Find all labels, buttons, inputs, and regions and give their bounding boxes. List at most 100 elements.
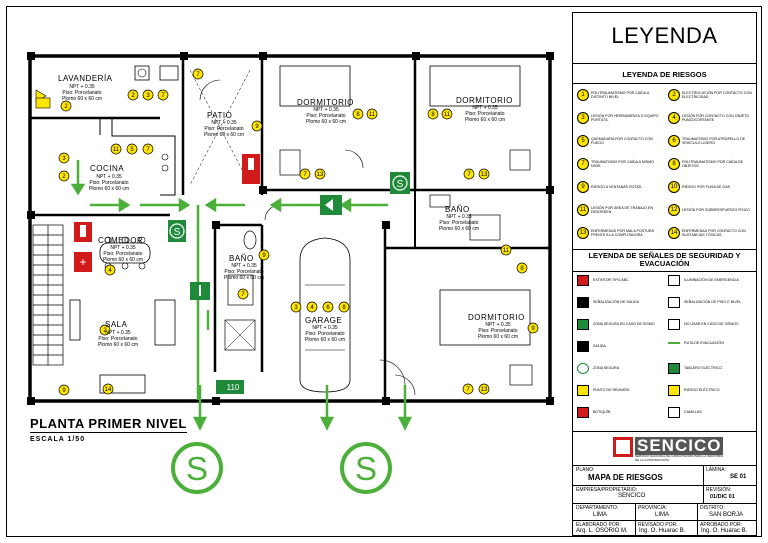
floor-plan: S S S S + 110 <box>27 52 554 494</box>
risk-number-icon: 5 <box>577 135 589 147</box>
room-label: COMEDOR <box>98 236 144 245</box>
floor-exit-sign-icon <box>668 297 680 308</box>
risk-number-icon: 9 <box>577 181 589 193</box>
room-label: DORMITORIO <box>297 98 354 107</box>
emergency-light-icon <box>668 275 680 286</box>
district: SAN BORJA <box>709 512 744 518</box>
sheet-number: SE 01 <box>730 474 747 480</box>
sign-text: NO USAR EN CASO DE SISMOS <box>684 322 739 327</box>
no-use-sign-icon <box>668 319 680 330</box>
sign-text: ZONA SEGURA EN CASO DE SISMO <box>593 322 655 327</box>
svg-text:13: 13 <box>481 172 488 178</box>
legend-title: LEYENDA <box>611 23 718 48</box>
exit-sign-icon <box>577 297 589 308</box>
room-label: COCINA <box>90 164 125 173</box>
sencico-logo: SENCICO SERVICIO NACIONAL DE CAPACITACIÓ… <box>613 437 724 463</box>
room-label: GARAGE <box>305 316 343 325</box>
svg-text:14: 14 <box>105 387 112 393</box>
svg-text:S: S <box>397 179 404 190</box>
svg-text:+: + <box>79 255 86 269</box>
risk-text: POLITRAUMATISMO POR CAÍDA A DISTINTO NIV… <box>591 90 650 99</box>
floor-signs: S S + 110 <box>35 89 410 394</box>
sign-legend-item: CAMILLAS <box>668 407 756 418</box>
risk-text: TRAUMATISMO POR CAÍDA A MISMO NIVEL <box>591 159 655 168</box>
svg-text:11: 11 <box>503 248 510 254</box>
meeting-point-icon <box>577 385 589 396</box>
sign-text: TABLERO ELÉCTRICO <box>684 366 723 371</box>
room-label: DORMITORIO <box>456 96 513 105</box>
risk-text: LESIÓN POR HERRAMIENTA O EQUIPO PORTÁTIL <box>591 113 659 122</box>
room-label: SALA <box>105 320 128 329</box>
svg-text:9: 9 <box>262 253 266 259</box>
svg-text:3: 3 <box>294 305 298 311</box>
svg-text:3: 3 <box>62 156 66 162</box>
reviewed-by: Ing. O. Huarac B. <box>639 528 686 534</box>
svg-text:9: 9 <box>62 388 66 394</box>
svg-text:11: 11 <box>444 112 451 118</box>
risk-text: LESIÓN POR SOBREESFUERZO FÍSICO <box>682 207 751 212</box>
risk-text: LESIÓN POR ÁREA DE TRABAJO EN DESORDEN <box>591 205 654 214</box>
risk-text: ENFERMEDAD POR MALA POSTURA FRENTE A LA … <box>591 228 654 237</box>
first-aid-icon <box>577 407 589 418</box>
evacuation-arrow-icon <box>668 342 680 345</box>
drawn-by: Arq. L. OSORIO M. <box>576 528 628 534</box>
svg-text:8: 8 <box>520 266 524 272</box>
risk-text: LESIÓN POR CONTACTO CON OBJETO PUNZOCORT… <box>682 113 750 122</box>
svg-text:8: 8 <box>356 112 360 118</box>
sign-legend-item: ZONA SEGURA <box>577 363 665 374</box>
sign-legend-item: PUNTO DE REUNIÓN <box>577 385 665 396</box>
sign-text: SALIDA <box>593 344 606 349</box>
risk-number-icon: 6 <box>668 135 680 147</box>
svg-text:7: 7 <box>303 172 307 178</box>
risk-text: TRAUMATISMO POR ATROPELLO DE VEHÍCULO LI… <box>682 136 746 145</box>
svg-text:3: 3 <box>146 93 150 99</box>
svg-text:6: 6 <box>326 305 330 311</box>
svg-text:11: 11 <box>113 147 120 153</box>
sign-text: SEÑALIZACIÓN DE PISO O NIVEL <box>684 300 742 305</box>
svg-text:2: 2 <box>103 328 107 334</box>
svg-text:S: S <box>186 450 208 487</box>
svg-text:13: 13 <box>317 172 324 178</box>
risk-text: ENFERMEDAD POR CONTACTO CON SUSTANCIAS T… <box>682 228 746 237</box>
sign-legend-item: RUTA DE EVACUACIÓN <box>668 341 756 345</box>
svg-text:2: 2 <box>62 174 66 180</box>
extinguisher-icon <box>577 275 589 286</box>
svg-text:7: 7 <box>146 147 150 153</box>
svg-text:S: S <box>174 227 181 238</box>
plan-title: PLANTA PRIMER NIVEL <box>30 416 187 433</box>
revision: 01/DIC 01 <box>710 494 735 500</box>
svg-text:7: 7 <box>466 387 470 393</box>
sign-text: CAMILLAS <box>684 410 702 415</box>
evacuation-routes <box>70 160 413 431</box>
svg-text:8: 8 <box>431 112 435 118</box>
plan-scale: ESCALA 1/50 <box>30 436 86 443</box>
risk-number-icon: 2 <box>668 89 680 101</box>
svg-text:7: 7 <box>241 292 245 298</box>
sign-legend-item: ZONA SEGURA EN CASO DE SISMO <box>577 319 665 330</box>
risk-text: QUEMADURA POR CONTACTO CON FUEGO <box>591 136 653 145</box>
exit-icon <box>577 341 589 352</box>
risk-text: RIESGO POR FUGA DE GAS <box>682 184 731 189</box>
svg-text:9: 9 <box>531 326 535 332</box>
risk-number-icon: 10 <box>668 181 680 193</box>
sign-legend-item: ILUMINACIÓN DE EMERGENCIA <box>668 275 756 286</box>
svg-text:8: 8 <box>342 305 346 311</box>
sign-text: EXTINTOR TIPO ABC <box>593 278 629 283</box>
risk-number-icon: 3 <box>577 112 589 124</box>
safe-zone-s-icon <box>577 363 589 374</box>
approved-by: Ing. O. Huarac B. <box>701 528 748 534</box>
risk-text: POLITRAUMATISMO POR CAÍDA DE OBJETOS <box>682 159 744 168</box>
risk-number-icon: 13 <box>577 227 589 239</box>
